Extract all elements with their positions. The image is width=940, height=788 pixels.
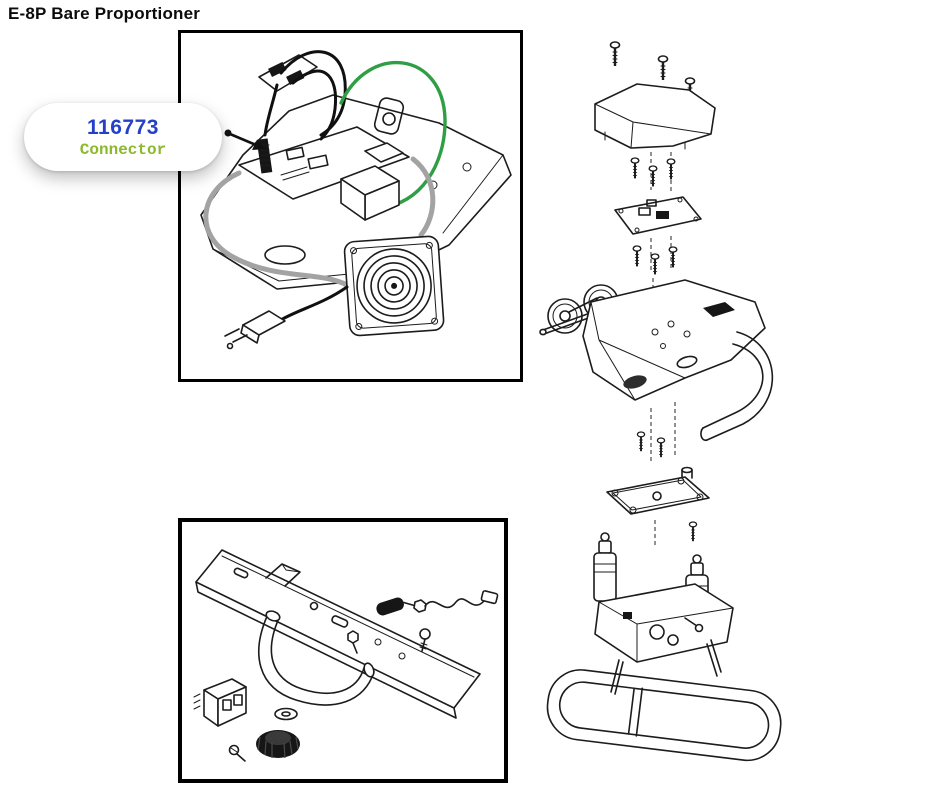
page-title: E-8P Bare Proportioner bbox=[8, 4, 201, 23]
power-switch bbox=[193, 678, 247, 727]
exploded-view-diagram bbox=[539, 40, 782, 762]
fuse-bracket bbox=[258, 54, 318, 92]
top-cover bbox=[594, 83, 716, 150]
front-panel bbox=[195, 549, 481, 719]
adapter-plate bbox=[606, 466, 710, 515]
pointer-arrow-icon bbox=[224, 129, 266, 150]
washer bbox=[274, 707, 298, 721]
front-panel-diagram bbox=[193, 549, 499, 762]
part-number: 116773 bbox=[87, 115, 159, 139]
hex-bolt bbox=[347, 630, 359, 654]
frame-screws bbox=[632, 244, 678, 276]
handle-tube bbox=[258, 610, 375, 706]
part-label: Connector bbox=[79, 140, 167, 159]
power-plug bbox=[224, 285, 349, 350]
circuit-board bbox=[614, 196, 702, 235]
board-screws bbox=[630, 156, 676, 188]
small-screw bbox=[228, 744, 246, 762]
black-wires bbox=[263, 50, 347, 141]
front-panel-figure-frame bbox=[178, 518, 508, 783]
cart-frame bbox=[539, 279, 774, 442]
part-callout: 116773 Connector bbox=[24, 103, 222, 171]
control-board-diagram bbox=[200, 50, 512, 350]
gray-cable bbox=[203, 156, 436, 288]
cooling-fan bbox=[343, 235, 445, 337]
knob bbox=[256, 730, 300, 759]
pump-assembly bbox=[593, 532, 734, 695]
main-circuit-board bbox=[238, 126, 410, 200]
exploded-view-figure bbox=[535, 40, 793, 782]
relay-block bbox=[340, 142, 404, 221]
base-skid bbox=[546, 669, 782, 762]
control-board-figure-frame bbox=[178, 30, 523, 382]
sensor-cable bbox=[376, 590, 499, 616]
thread-screw bbox=[419, 628, 431, 652]
